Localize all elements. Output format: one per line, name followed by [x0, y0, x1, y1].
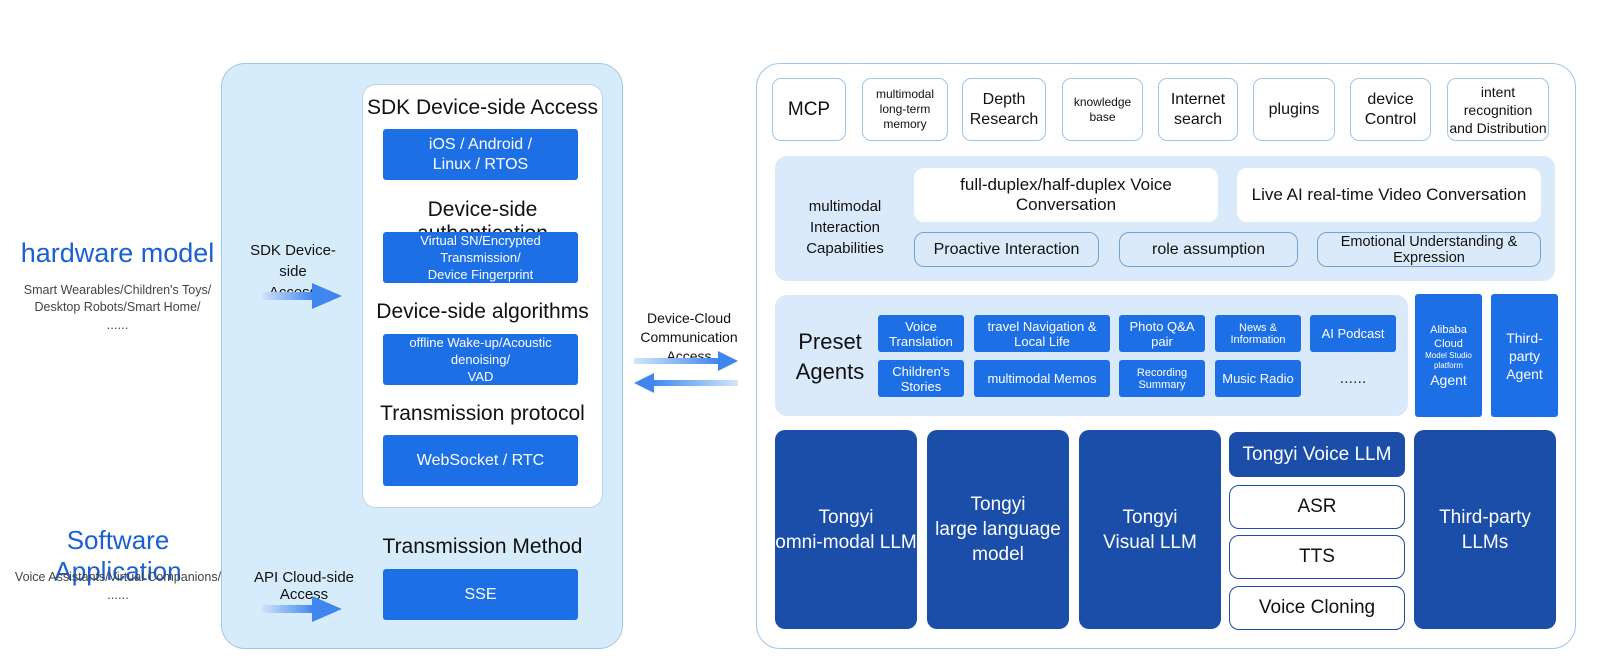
sdk-title: SDK Device-side Access: [366, 96, 599, 119]
third-party-agent: Third-party Agent: [1491, 294, 1558, 417]
video-conversation: Live AI real-time Video Conversation: [1237, 168, 1541, 222]
interaction-capabilities-label: multimodal Interaction Capabilities: [806, 198, 884, 257]
auth-box: Virtual SN/Encrypted Transmission/ Devic…: [383, 232, 578, 283]
voice-tts: TTS: [1229, 535, 1405, 579]
algorithms-box: offline Wake-up/Acoustic denoising/ VAD: [383, 334, 578, 385]
voice-cloning: Voice Cloning: [1229, 586, 1405, 630]
sdk-arrow-icon: [262, 283, 342, 309]
agent-news-information: News & Information: [1215, 315, 1301, 352]
agent-voice-translation: Voice Translation: [878, 315, 964, 352]
algorithms-title: Device-side algorithms: [376, 300, 589, 323]
role-assumption: role assumption: [1119, 232, 1298, 267]
agent-ai-podcast: AI Podcast: [1310, 315, 1396, 352]
emotional-understanding: Emotional Understanding & Expression: [1317, 232, 1541, 267]
tool-mcp: MCP: [772, 78, 846, 141]
hardware-model-title: hardware model: [20, 238, 215, 268]
software-application-examples: Voice Assistants/Virtual Companions/ ...…: [14, 570, 222, 602]
agent-childrens-stories: Children's Stories: [878, 360, 964, 397]
agent-recording-summary: Recording Summary: [1119, 360, 1205, 397]
agent-music-radio: Music Radio: [1215, 360, 1301, 397]
api-arrow-icon: [262, 596, 342, 622]
preset-agents-label: Preset Agents: [795, 329, 865, 384]
agent-photo-qa: Photo Q&A pair: [1119, 315, 1205, 352]
transmission-method-title: Transmission Method: [382, 535, 583, 558]
agents-more: ......: [1339, 369, 1367, 387]
hardware-model-examples: Smart Wearables/Children's Toys/ Desktop…: [23, 283, 212, 332]
protocol-title: Transmission protocol: [380, 402, 585, 425]
protocol-box: WebSocket / RTC: [383, 435, 578, 486]
agent-multimodal-memos: multimodal Memos: [974, 360, 1110, 397]
sse-box: SSE: [383, 569, 578, 620]
tool-knowledge-base: knowledge base: [1062, 78, 1143, 141]
proactive-interaction: Proactive Interaction: [914, 232, 1099, 267]
tool-plugins: plugins: [1253, 78, 1335, 141]
alibaba-cloud-agent: Alibaba Cloud Model Studio platform Agen…: [1415, 294, 1482, 417]
cloud-bidirectional-arrow-icon: [634, 350, 738, 394]
voice-asr: ASR: [1229, 485, 1405, 529]
tongyi-voice-llm: Tongyi Voice LLM: [1229, 432, 1405, 477]
device-cloud-access-label: Device-Cloud Communication Access: [640, 310, 738, 364]
software-application-title: Software Application: [54, 525, 182, 586]
platforms-box: iOS / Android / Linux / RTOS: [383, 129, 578, 180]
voice-conversation: full-duplex/half-duplex Voice Conversati…: [914, 168, 1218, 222]
agent-travel-navigation: travel Navigation & Local Life: [974, 315, 1110, 352]
